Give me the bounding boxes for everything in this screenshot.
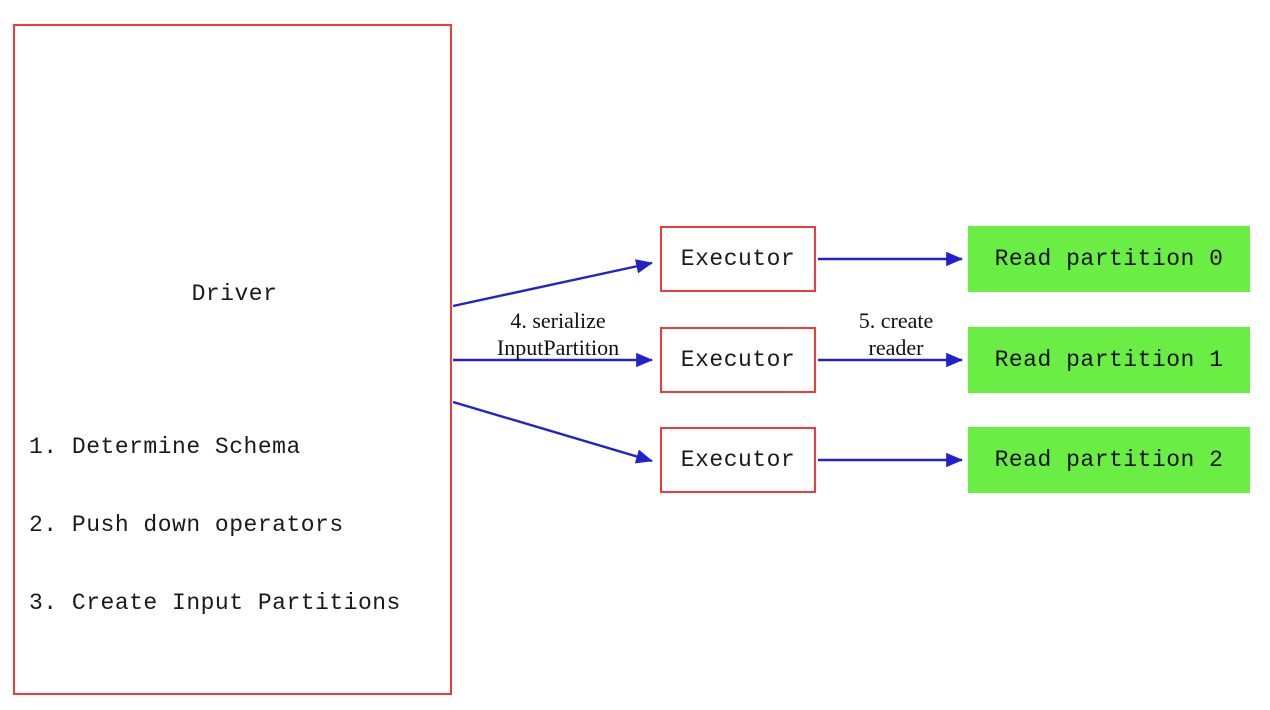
- partition-box-1: Read partition 1: [968, 327, 1250, 393]
- edge-label-create-reader: 5. create reader: [838, 307, 954, 361]
- executor-label-2: Executor: [680, 447, 796, 473]
- executor-label-1: Executor: [680, 347, 796, 373]
- partition-label-2: Read partition 2: [994, 447, 1224, 473]
- arrow-driver-to-executor-2: [452, 400, 653, 464]
- partition-box-0: Read partition 0: [968, 226, 1250, 292]
- edge-label-serialize-line-1: 4. serialize: [510, 308, 606, 333]
- driver-step-1: 1. Determine Schema: [29, 434, 301, 460]
- edge-label-serialize-line-2: InputPartition: [496, 335, 620, 360]
- edge-label-create-reader-line-2: reader: [868, 335, 924, 360]
- executor-label-0: Executor: [680, 246, 796, 272]
- arrow-driver-to-executor-0: [452, 259, 653, 308]
- executor-box-2: Executor: [660, 427, 816, 493]
- driver-steps-list: 1. Determine Schema 2. Push down operato…: [29, 382, 401, 668]
- edge-label-serialize: 4. serialize InputPartition: [478, 307, 638, 361]
- driver-step-2: 2. Push down operators: [29, 512, 344, 538]
- partition-box-2: Read partition 2: [968, 427, 1250, 493]
- driver-step-3: 3. Create Input Partitions: [29, 590, 401, 616]
- edge-label-create-reader-line-1: 5. create: [858, 308, 934, 333]
- executor-box-1: Executor: [660, 327, 816, 393]
- executor-box-0: Executor: [660, 226, 816, 292]
- driver-title: Driver: [191, 281, 278, 307]
- driver-box: Driver 1. Determine Schema 2. Push down …: [13, 24, 452, 695]
- partition-label-0: Read partition 0: [994, 246, 1224, 272]
- partition-label-1: Read partition 1: [994, 347, 1224, 373]
